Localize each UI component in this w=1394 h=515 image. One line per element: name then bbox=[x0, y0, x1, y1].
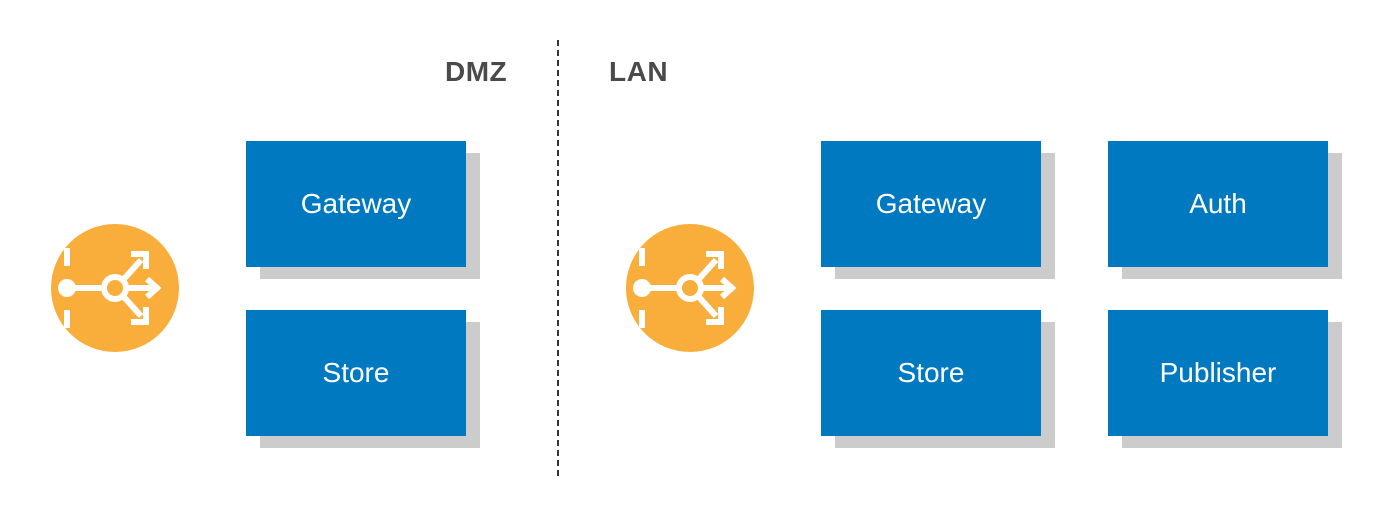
node-label: Store bbox=[246, 310, 466, 436]
zone-label-dmz: DMZ bbox=[445, 56, 508, 87]
node-label: Publisher bbox=[1108, 310, 1328, 436]
zone-label-lan: LAN bbox=[609, 56, 669, 87]
dmz-gateway-node: Gateway bbox=[246, 141, 480, 279]
lan-auth-node: Auth bbox=[1108, 141, 1342, 279]
node-label: Gateway bbox=[246, 141, 466, 267]
load-balancer-icon bbox=[51, 224, 179, 352]
lan-gateway-node: Gateway bbox=[821, 141, 1055, 279]
lan-publisher-node: Publisher bbox=[1108, 310, 1342, 448]
zone-divider bbox=[557, 40, 559, 476]
lan-store-node: Store bbox=[821, 310, 1055, 448]
load-balancer-icon bbox=[626, 224, 754, 352]
node-label: Store bbox=[821, 310, 1041, 436]
node-label: Auth bbox=[1108, 141, 1328, 267]
node-label: Gateway bbox=[821, 141, 1041, 267]
dmz-store-node: Store bbox=[246, 310, 480, 448]
